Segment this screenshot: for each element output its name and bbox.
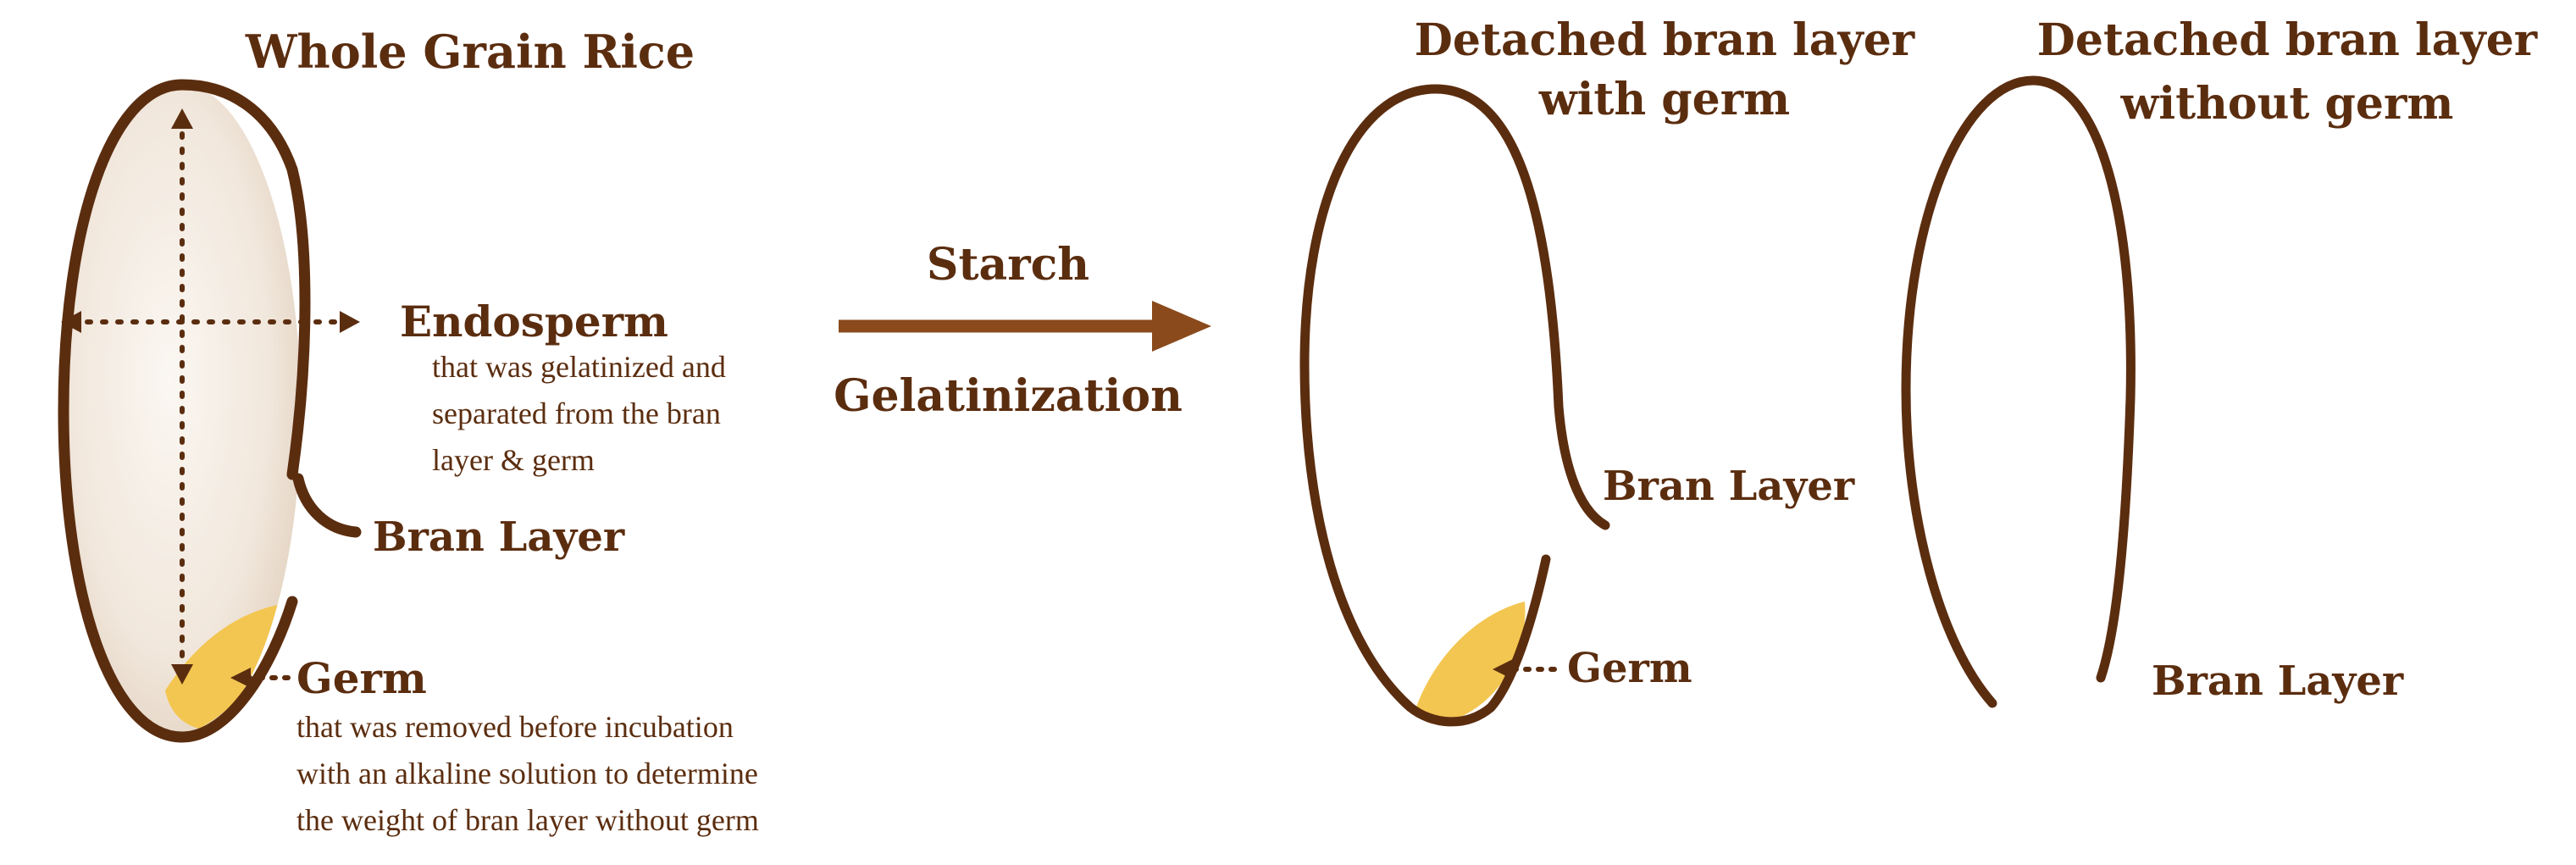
endosperm-desc-line-3: layer & germ (432, 443, 595, 477)
bran-outline-with-germ (1299, 84, 1610, 727)
length-arrow-head-bottom (171, 664, 193, 685)
bran-layer-label: Bran Layer (373, 513, 625, 561)
endosperm-desc-line-2: separated from the bran (432, 396, 721, 430)
detached-with-germ: Detached bran layer with germ Bran Layer… (1299, 14, 1915, 727)
length-arrow-head-top (171, 108, 193, 129)
process-label-starch: Starch (927, 239, 1089, 291)
bran-flap (292, 473, 362, 538)
germ-label: Germ (296, 653, 427, 703)
endosperm-desc-line-1: that was gelatinized and (432, 350, 726, 384)
germ-shape-with-germ (1415, 602, 1526, 722)
germ-label-with-germ: Germ (1567, 645, 1692, 692)
germ-shape (165, 603, 288, 729)
process-arrow-head (1152, 301, 1211, 352)
whole-grain-title: Whole Grain Rice (245, 25, 695, 79)
process-label-gelatinization: Gelatinization (834, 370, 1183, 422)
width-arrow-head-left (61, 311, 81, 333)
bran-layer-label-with-germ: Bran Layer (1603, 463, 1855, 510)
whole-grain-rice: Whole Grain Rice Endosperm that was gela… (58, 25, 759, 837)
endosperm-label: Endosperm (400, 297, 668, 347)
germ-desc-line-3: the weight of bran layer without germ (296, 803, 759, 837)
detached-without-germ: Detached bran layer without germ Bran La… (1901, 14, 2538, 708)
without-germ-title-line-1: Detached bran layer (2037, 14, 2538, 66)
bran-outline (58, 79, 311, 743)
bran-outline-without-germ (1901, 75, 2136, 708)
without-germ-title-line-2: without germ (2120, 78, 2454, 130)
width-arrow-head-right (340, 311, 360, 333)
with-germ-title-line-1: Detached bran layer (1415, 14, 1915, 66)
germ-desc-line-1: that was removed before incubation (296, 710, 734, 744)
germ-pointer-head (230, 668, 251, 688)
germ-pointer-head-with-germ (1493, 659, 1513, 679)
germ-desc-line-2: with an alkaline solution to determine (296, 757, 758, 790)
process-arrow-group: Starch Gelatinization (834, 239, 1211, 422)
bran-layer-label-without-germ: Bran Layer (2152, 657, 2404, 705)
with-germ-title-line-2: with germ (1538, 74, 1790, 125)
